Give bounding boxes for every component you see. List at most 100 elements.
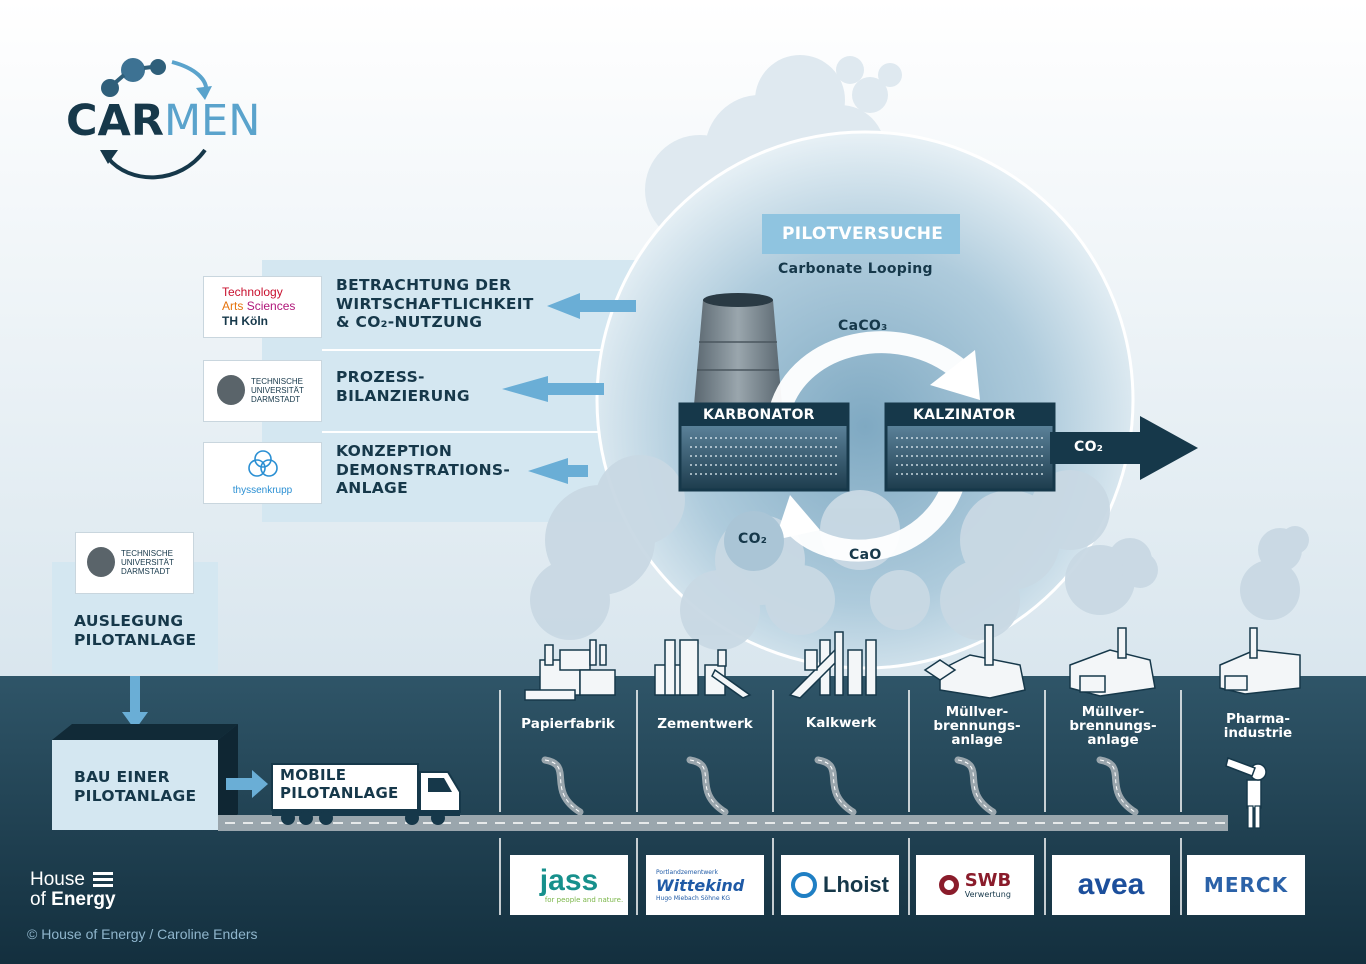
task-3-line-3: ANLAGE: [336, 479, 408, 498]
bau-line2: PILOTANLAGE: [74, 786, 197, 805]
task-3-line-2: DEMONSTRATIONS-: [336, 460, 511, 479]
task-3-text: KONZEPTION DEMONSTRATIONS- ANLAGE: [336, 442, 510, 498]
task-1-line-3: & CO₂-NUTZUNG: [336, 313, 483, 332]
road: [218, 815, 1228, 831]
auslegung-line1: AUSLEGUNG: [74, 612, 184, 630]
thk-line2a: Arts: [222, 299, 244, 314]
bau-box: [52, 740, 218, 830]
down-arrow: [122, 712, 148, 730]
logo-part1: CAR: [66, 96, 164, 146]
karbonator-label: KARBONATOR: [703, 407, 815, 423]
hoe-energy: Energy: [51, 888, 116, 910]
swb-sub: Verwertung: [964, 889, 1011, 899]
carmen-logo-text: CARMEN: [66, 96, 260, 148]
kalzinator-label: KALZINATOR: [913, 407, 1016, 423]
wittekind-top: Portlandzementwerk: [656, 868, 718, 876]
lhoist-name: Lhoist: [823, 872, 889, 897]
co2-output-arrow: [1050, 416, 1198, 480]
auslegung-line2: PILOTANLAGE: [74, 630, 197, 649]
industry-separators: [499, 690, 1182, 915]
pilot-title-box: [762, 214, 960, 254]
thyssenkrupp-rings-icon: [248, 450, 278, 477]
task-3-line-1: KONZEPTION: [336, 442, 453, 460]
thyssenkrupp-logo: thyssenkrupp: [203, 442, 322, 504]
industry-label-5: Müllver- brennungs- anlage: [1069, 704, 1157, 749]
cao-label: CaO: [849, 547, 882, 563]
factory-icons: [524, 624, 1301, 701]
thk-line3: TH Köln: [222, 313, 268, 328]
house-of-energy-icon: [93, 872, 113, 887]
tud-line3: DARMSTADT: [251, 395, 301, 405]
thyssenkrupp-name: thyssenkrupp: [232, 485, 293, 496]
wittekind-name: Wittekind: [656, 875, 745, 895]
task-arrows: [502, 293, 636, 484]
tud-seal-icon: [217, 375, 245, 405]
tu-darmstadt-logo: TECHNISCHE UNIVERSITÄT DARMSTADT: [203, 360, 322, 422]
thk-line2b: Sciences: [246, 299, 296, 314]
task-2-line-2: BILANZIERUNG: [336, 386, 470, 405]
kalzinator-box: [884, 402, 1056, 492]
hoe-house: House: [30, 869, 85, 890]
wittekind-logo: Portlandzementwerk Wittekind Hugo Miebac…: [646, 855, 764, 915]
industry-label-3: Kalkwerk: [805, 715, 877, 731]
swb-name: SWB: [964, 869, 1012, 891]
truck-icon: [271, 763, 461, 825]
jass-tagline: for people and nature.: [544, 896, 624, 904]
bau-line1: BAU EINER: [74, 768, 170, 786]
caco3-arrow: [769, 331, 968, 414]
logo-part2: MEN: [163, 96, 261, 146]
house-of-energy-logo: House of Energy: [30, 870, 116, 910]
tud2-line1: TECHNISCHE: [121, 549, 174, 558]
co2-output-label: CO₂: [1074, 439, 1104, 455]
mobile-text: MOBILE PILOTANLAGE: [280, 766, 399, 802]
carmen-logo-graphic: [100, 58, 212, 180]
tud2-line2: UNIVERSITÄT: [121, 558, 174, 568]
tud-line1: TECHNISCHE: [251, 377, 304, 386]
merck-logo: MERCK: [1187, 855, 1305, 915]
merck-name: MERCK: [1203, 873, 1289, 897]
task-2-line-1: PROZESS-: [336, 368, 425, 386]
task-2-text: PROZESS- BILANZIERUNG: [336, 368, 470, 405]
task-1-line-1: BETRACHTUNG DER: [336, 276, 512, 294]
task-1-line-2: WIRTSCHAFTLICHKEIT: [336, 294, 534, 313]
credit-text: © House of Energy / Caroline Enders: [27, 926, 258, 942]
thk-line1: Technology: [222, 285, 283, 299]
chimney: [694, 293, 782, 405]
auslegung-text: AUSLEGUNG PILOTANLAGE: [74, 612, 196, 649]
lhoist-icon: [791, 872, 817, 898]
process-circle: [595, 130, 1135, 670]
jass-logo: jass for people and nature.: [510, 855, 628, 915]
mobile-line1: MOBILE: [280, 766, 347, 784]
co2-input-label: CO₂: [738, 531, 768, 547]
mobile-line2: PILOTANLAGE: [280, 784, 399, 802]
tud2-line3: DARMSTADT: [121, 567, 171, 577]
industry-label-6: Pharma- industrie: [1223, 711, 1293, 742]
person-telescope-icon: [1225, 757, 1267, 829]
pilot-title: PILOTVERSUCHE: [782, 224, 944, 244]
cao-arrow: [781, 476, 966, 562]
caco3-label: CaCO₃: [838, 318, 888, 334]
pilot-subtitle: Carbonate Looping: [778, 261, 933, 277]
tud-seal-icon-2: [87, 547, 115, 577]
swb-logo: SWB Verwertung: [916, 855, 1034, 915]
bau-text: BAU EINER PILOTANLAGE: [74, 768, 196, 805]
lhoist-logo: Lhoist: [781, 855, 899, 915]
industry-label-1: Papierfabrik: [521, 716, 615, 732]
task-1-text: BETRACHTUNG DER WIRTSCHAFTLICHKEIT & CO₂…: [336, 276, 534, 332]
wittekind-bottom: Hugo Miebach Söhne KG: [656, 894, 730, 902]
jass-name: jass: [539, 864, 599, 897]
industry-label-4: Müllver- brennungs- anlage: [933, 704, 1021, 749]
right-arrow: [226, 770, 268, 798]
hoe-of: of: [30, 888, 46, 910]
industry-label-2: Zementwerk: [657, 716, 753, 732]
tud-line2: UNIVERSITÄT: [251, 386, 304, 396]
co2-bubble: [724, 511, 784, 571]
avea-name: avea: [1077, 868, 1145, 901]
tu-darmstadt-logo-2: TECHNISCHE UNIVERSITÄT DARMSTADT: [75, 532, 194, 594]
avea-logo: avea: [1052, 855, 1170, 915]
swb-icon: [938, 875, 959, 895]
winding-road-lines: [544, 759, 1136, 813]
karbonator-box: [678, 402, 850, 492]
